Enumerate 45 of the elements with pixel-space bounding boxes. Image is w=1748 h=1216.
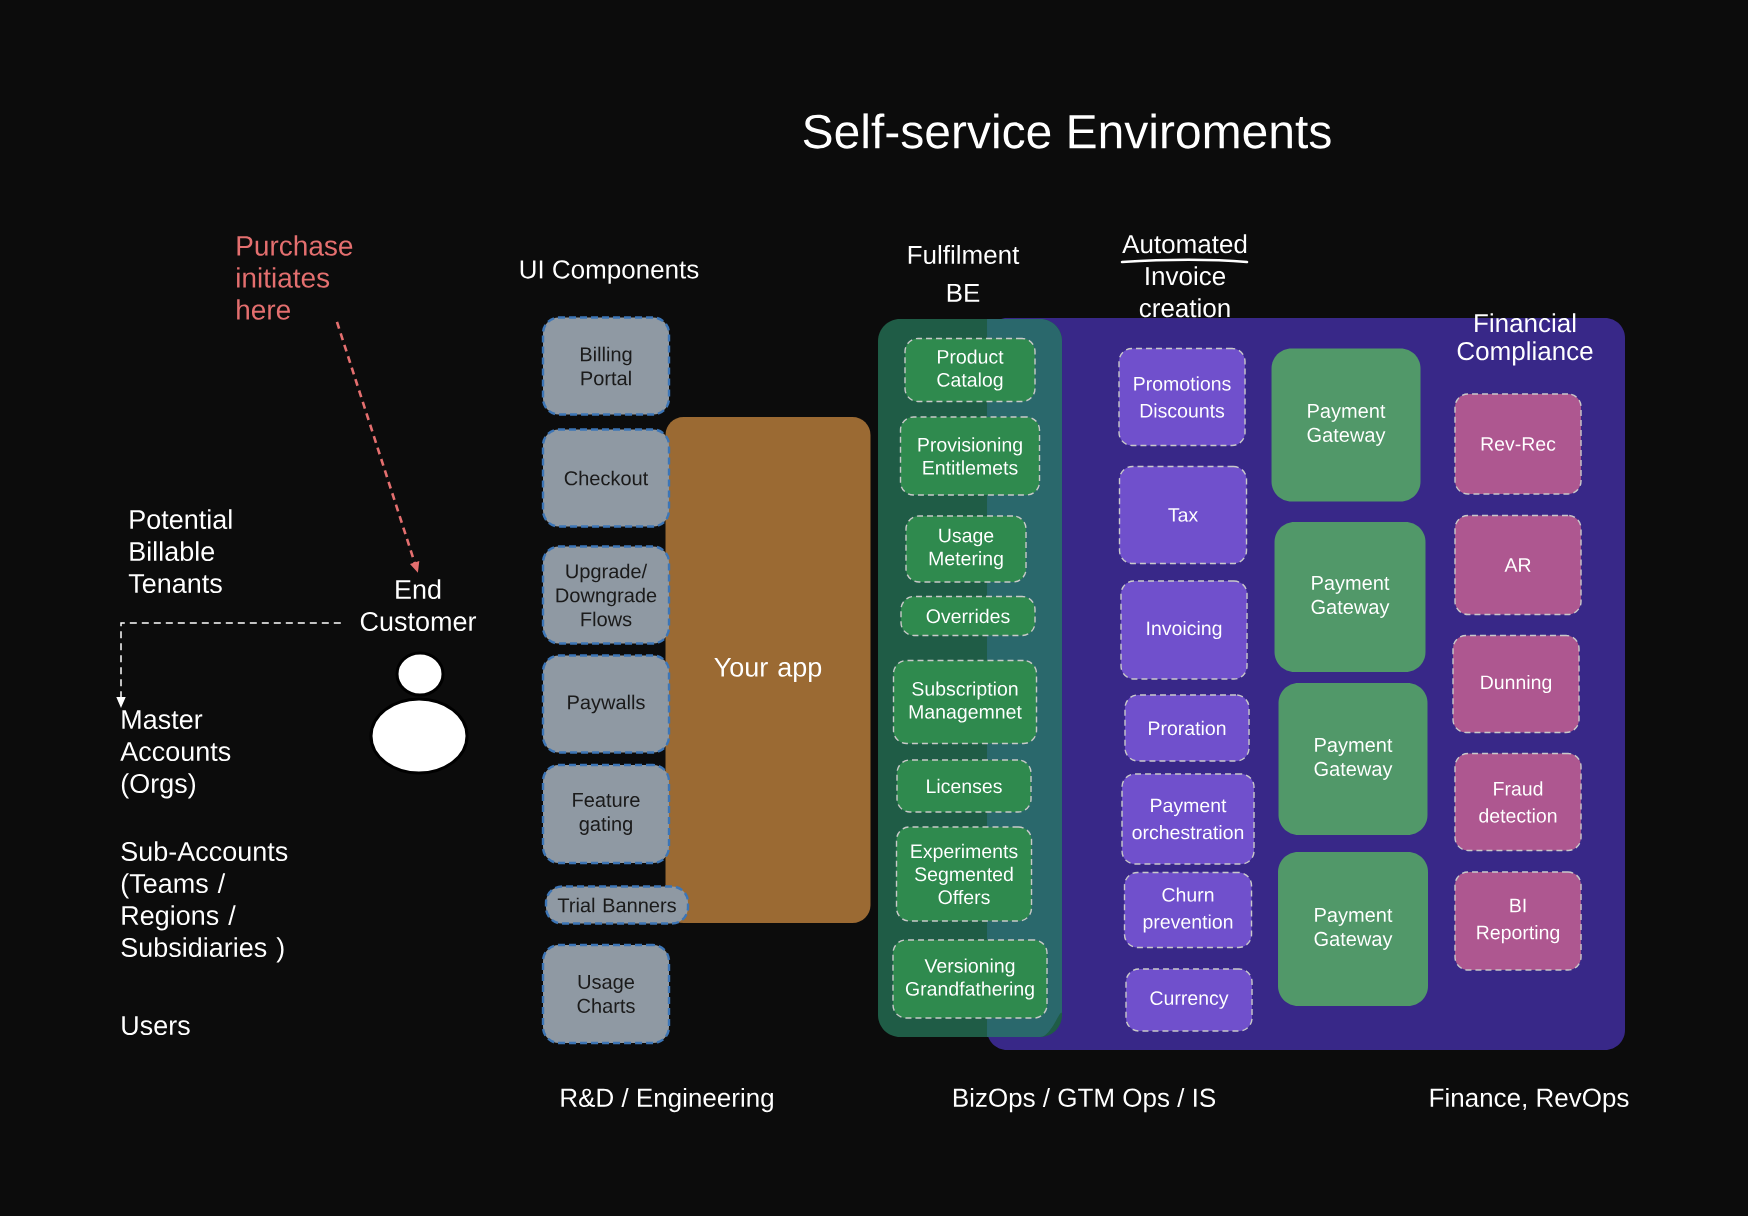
title: Self-service Enviroments [803, 113, 1331, 149]
service-box: Product Catalog [904, 337, 1036, 403]
gateway-box: Payment Gateway [1271, 348, 1421, 502]
service-box: Payment orchestration [1121, 773, 1255, 865]
column-heading: Financial Compliance [1457, 313, 1593, 366]
tier-label: Users [122, 1016, 190, 1036]
service-box: Fraud detection [1454, 752, 1582, 852]
list-heading: Potential Billable Tenants [128, 509, 232, 594]
service-box: Dunning [1452, 634, 1580, 734]
component-box: Usage Charts [541, 943, 671, 1045]
actor-label: End Customer [360, 579, 477, 632]
service-box: Versioning Grandfathering [892, 939, 1048, 1019]
service-box: Licenses [896, 759, 1032, 813]
service-box: BI Reporting [1454, 871, 1582, 971]
gateway-box: Payment Gateway [1274, 522, 1426, 672]
service-box: Promotions Discounts [1118, 347, 1246, 447]
component-box: Checkout [541, 428, 671, 528]
component-box: Feature gating [541, 763, 671, 865]
service-box: Churn prevention [1123, 871, 1253, 949]
service-box: Invoicing [1120, 580, 1248, 680]
team-label: Finance, RevOps [1430, 1087, 1629, 1113]
service-box: Proration [1124, 694, 1250, 762]
service-box: AR [1454, 514, 1582, 616]
gateway-box: Payment Gateway [1278, 852, 1428, 1006]
service-box: Overrides [900, 595, 1036, 637]
service-box: Provisioning Entitlemets [899, 416, 1041, 496]
service-box: Tax [1118, 465, 1248, 565]
service-box: Experiments Segmented Offers [895, 826, 1033, 922]
team-label: R&D / Engineering [561, 1087, 773, 1113]
column-heading: UI Components [520, 260, 699, 284]
component-box: Trial Banners [544, 885, 690, 925]
service-box: Subscription Managemnet [892, 659, 1038, 745]
gateway-box: Payment Gateway [1278, 683, 1428, 835]
tier-label: Master Accounts (Orgs) [120, 710, 231, 799]
annotation-text: Purchase initiates here [237, 235, 353, 320]
service-box: Rev-Rec [1454, 393, 1582, 495]
team-label: BizOps / GTM Ops / IS [953, 1087, 1216, 1113]
component-box: Billing Portal [541, 316, 671, 416]
column-heading: Automated Invoice creation [1120, 234, 1249, 318]
component-box: Upgrade/Downgrade Flows [541, 545, 671, 645]
component-box: Paywalls [541, 654, 671, 754]
column-heading: Fulfilment BE [908, 244, 1020, 302]
service-box: Usage Metering [905, 515, 1027, 583]
tier-label: Sub-Accounts (Teams / Regions / Subsidiaries ) [121, 841, 288, 963]
service-box: Currency [1125, 968, 1253, 1032]
